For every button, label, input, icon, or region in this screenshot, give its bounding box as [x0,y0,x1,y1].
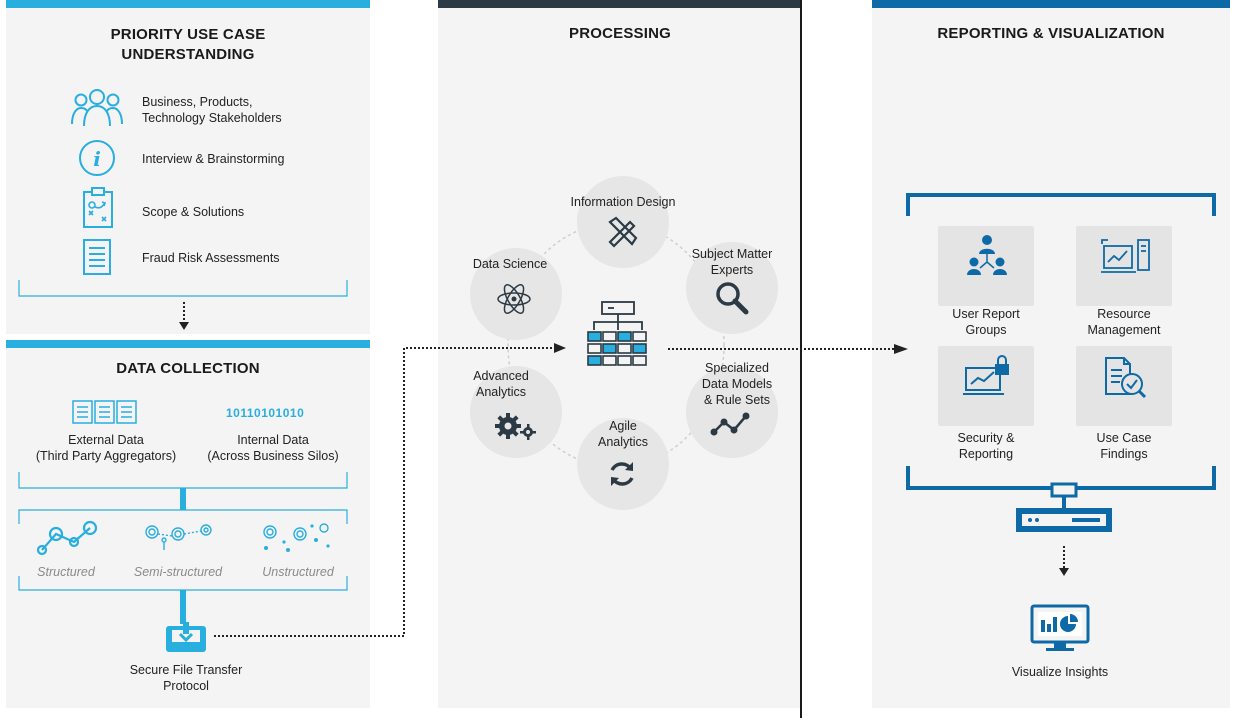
priority-bracket [18,280,348,300]
type-unstructured: Unstructured [262,565,334,579]
external-data-label: External Data (Third Party Aggregators) [35,433,177,463]
document-list-icon [82,238,112,276]
specialized-label: Specialized Data Models & Rule Sets [701,361,773,407]
ruler-pencil-icon [606,216,638,248]
resource-management-tile [1076,226,1172,306]
scope-label: Scope & Solutions [142,205,245,219]
info-icon: i [78,139,116,177]
down-arrow-right-icon [1056,544,1072,580]
user-groups-icon [966,234,1008,276]
fraud-risk-label: Fraud Risk Assessments [142,251,280,265]
sme-node [686,242,778,334]
agile-label: Agile Analytics [597,419,649,449]
user-report-groups-label: User Report Groups [952,307,1020,337]
refresh-icon [606,458,638,490]
processing-accent-bar [438,0,802,8]
people-icon [70,86,124,128]
stakeholders-label: Business, Products, Technology Stakehold… [142,95,282,125]
resource-monitor-icon [1100,238,1152,278]
data-science-node [470,248,562,340]
secure-laptop-icon [962,354,1012,398]
type-structured: Structured [37,565,95,579]
type-semi-structured: Semi-structured [133,565,223,579]
gears-icon [494,410,538,442]
down-arrow-icon [176,300,192,334]
priority-accent-bar [6,0,370,8]
internal-data-label: Internal Data (Across Business Silos) [207,433,339,463]
data-collection-title: DATA COLLECTION [116,360,260,377]
server-icon [1014,482,1114,534]
processing-title: PROCESSING [568,25,672,42]
security-reporting-label: Security & Reporting [957,431,1015,461]
clipboard-strategy-icon [82,187,114,229]
magnifier-icon [714,280,750,316]
use-case-findings-label: Use Case Findings [1096,431,1152,461]
data-science-label: Data Science [472,257,548,271]
specialized-node [686,366,778,458]
security-reporting-tile [938,346,1034,426]
svg-text:i: i [93,147,101,171]
binary-text: 10110101010 [226,406,305,420]
dashboard-monitor-icon [1028,604,1092,652]
processing-divider [800,0,802,718]
data-collection-accent-bar [6,340,370,348]
reporting-title: REPORTING & VISUALIZATION [937,25,1165,42]
atom-icon [496,282,532,316]
info-design-label: Information Design [570,195,676,209]
sftp-tray-icon [164,618,208,654]
priority-panel [6,6,370,334]
reporting-accent-bar [872,0,1230,8]
interview-label: Interview & Brainstorming [142,152,285,166]
document-check-icon [1100,356,1148,400]
advanced-analytics-label: Advanced Analytics [473,369,529,399]
collection-brackets [18,472,348,630]
sme-label: Subject Matter Experts [691,247,773,277]
line-chart-nodes-icon [710,410,750,438]
data-hierarchy-icon [586,300,652,374]
resource-management-label: Resource Management [1087,307,1161,337]
structured-icon [34,520,98,556]
visualize-insights-label: Visualize Insights [1011,665,1109,679]
info-design-node [577,176,669,268]
advanced-analytics-node [470,366,562,458]
sftp-label: Secure File Transfer Protocol [129,663,243,693]
semi-structured-icon [144,522,214,554]
documents-icon [72,400,138,424]
priority-title: PRIORITY USE CASE UNDERSTANDING [110,26,266,63]
unstructured-icon [260,520,332,556]
